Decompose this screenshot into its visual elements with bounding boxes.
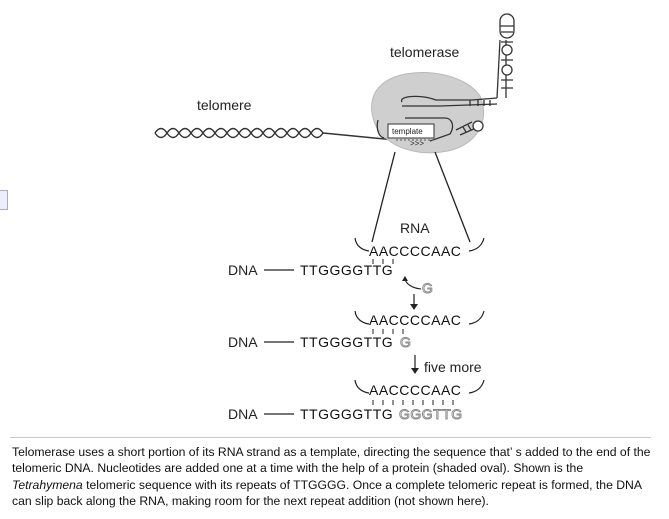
caption-italic-species: Tetrahymena: [12, 477, 83, 492]
rna-strand-curve-2: [354, 310, 485, 325]
extension-sequence: GGGTTG: [399, 406, 463, 422]
zoom-lines: [371, 151, 471, 243]
step-arrowhead-1: [410, 304, 418, 310]
rna-sequence-3: AACCCCAAC: [369, 382, 461, 398]
telomere-label: telomere: [197, 97, 252, 113]
sidebar-toggle-tab[interactable]: [0, 190, 8, 210]
caption-text-1: Telomerase uses a short portion of its R…: [12, 445, 651, 476]
base-pair-ticks-1: [372, 259, 394, 264]
five-more-label: five more: [424, 359, 482, 375]
rna-strand-curve-3: [354, 379, 485, 394]
telomere-dna-helix: [154, 127, 324, 139]
telomerase-label: telomerase: [390, 44, 459, 60]
base-pair-ticks-2: [372, 329, 404, 334]
dna-sequence-1: TTGGGGTTG: [300, 262, 393, 278]
incoming-nucleotide: G: [422, 280, 433, 296]
rna-strand-curve-1: [354, 237, 485, 252]
template-region-box: [387, 123, 435, 139]
template-arrows-glyph: >>>: [410, 139, 424, 148]
rna-sequence-2: AACCCCAAC: [369, 312, 461, 328]
added-nucleotide-2: G: [400, 334, 411, 350]
dna-label-3: DNA: [228, 406, 258, 422]
dna-sequence-3: TTGGGGTTG: [300, 406, 393, 422]
figure-caption: Telomerase uses a short portion of its R…: [12, 444, 657, 509]
caption-text-2: telomeric sequence with its repeats of T…: [12, 477, 642, 508]
telomerase-protein-oval: [371, 72, 484, 154]
dna-label-2: DNA: [228, 334, 258, 350]
incoming-arrowhead: [402, 276, 408, 281]
base-pair-ticks-3: [372, 400, 454, 405]
template-label: template: [392, 127, 423, 136]
rna-sequence-1: AACCCCAAC: [369, 243, 461, 259]
rna-label: RNA: [400, 220, 430, 236]
caption-divider: [10, 437, 651, 438]
dna-label-1: DNA: [228, 262, 258, 278]
step-arrowhead-2: [411, 368, 419, 374]
telomerase-rna: [376, 13, 515, 142]
dna-sequence-2: TTGGGGTTG: [300, 334, 393, 350]
telomerase-diagram: template >>> telomerase telomere RNA AAC…: [154, 13, 515, 422]
